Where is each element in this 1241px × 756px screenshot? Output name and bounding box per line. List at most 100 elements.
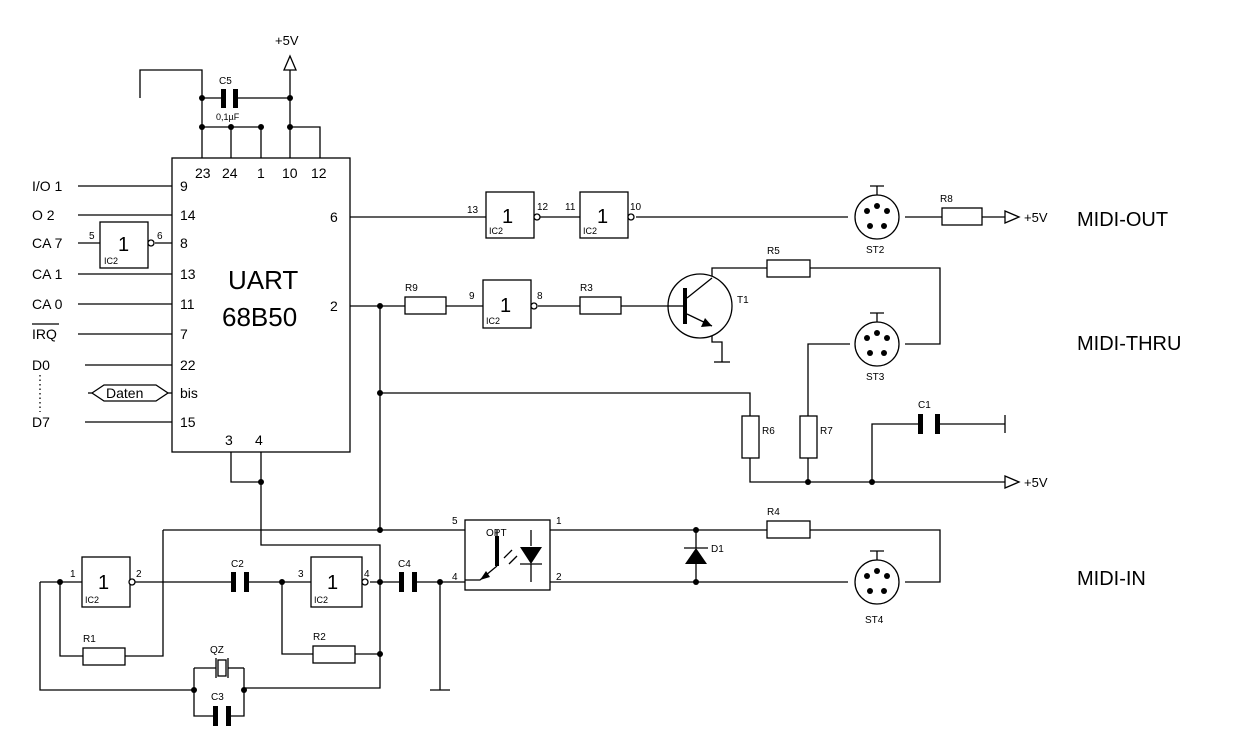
resistor-r5: R5 — [766, 246, 811, 278]
port-label-midi-thru: MIDI-THRU — [1077, 333, 1181, 355]
svg-text:R1: R1 — [83, 634, 96, 645]
vcc-arrow-midi-out: +5V — [1004, 210, 1048, 225]
gate-pin: 2 — [136, 569, 142, 580]
vcc-arrow-top: +5V — [275, 33, 299, 71]
transistor-t1: T1 — [667, 273, 749, 339]
uart-pin: 7 — [180, 326, 188, 342]
uart-pin: 8 — [180, 235, 188, 251]
svg-text:5: 5 — [452, 516, 458, 527]
uart-pin: 6 — [330, 209, 338, 225]
uart-pin: 10 — [282, 165, 298, 181]
uart-chip: UART 68B50 23 24 1 10 12 9 14 8 13 11 7 … — [171, 157, 351, 453]
resistor-r6: R6 — [741, 415, 775, 459]
capacitor-c4: C4 — [398, 559, 417, 592]
signal-o2: O 2 — [32, 207, 55, 223]
svg-text:C2: C2 — [231, 559, 244, 570]
gate-pin: 11 — [565, 202, 576, 213]
svg-text:D1: D1 — [711, 544, 724, 555]
signal-ca0: CA 0 — [32, 296, 63, 312]
signal-d7: D7 — [32, 414, 50, 430]
svg-text:C1: C1 — [918, 400, 931, 411]
resistor-r9: R9 — [404, 283, 447, 315]
svg-text:ST2: ST2 — [866, 245, 885, 256]
resistor-r4: R4 — [766, 507, 811, 539]
capacitor-c2: C2 — [231, 559, 249, 592]
uart-pin: 1 — [257, 165, 265, 181]
uart-pin: 13 — [180, 266, 196, 282]
gate-symbol: 1 — [327, 572, 338, 594]
gate-thru: 1 IC2 9 8 — [469, 279, 543, 329]
svg-text:R2: R2 — [313, 632, 326, 643]
capacitor-c3: C3 — [211, 692, 231, 726]
uart-pin: 12 — [311, 165, 327, 181]
resistor-r7: R7 — [799, 415, 833, 459]
gate-pin: 12 — [537, 202, 549, 213]
svg-text:2: 2 — [556, 572, 562, 583]
uart-pin: 14 — [180, 207, 196, 223]
uart-left-pins: 9 14 8 13 11 7 22 bis 15 — [180, 178, 198, 430]
gate-ref: IC2 — [486, 316, 500, 326]
gate-pin: 13 — [467, 205, 479, 216]
wires — [39, 69, 1006, 717]
gate-symbol: 1 — [500, 295, 511, 317]
din-socket-st2: ST2 — [854, 185, 900, 256]
signal-d0: D0 — [32, 357, 50, 373]
gate-osc-a: 1 IC2 1 2 — [70, 556, 142, 608]
data-bus-arrow — [90, 384, 170, 402]
vcc-arrow-thru: +5V — [1004, 475, 1048, 490]
vcc-label-midi-out: +5V — [1024, 210, 1048, 225]
signal-ca7: CA 7 — [32, 235, 63, 251]
gate-out-a: 1 IC2 13 12 — [467, 191, 549, 239]
svg-text:0,1µF: 0,1µF — [216, 112, 240, 122]
gate-symbol: 1 — [597, 206, 608, 228]
svg-text:1: 1 — [556, 516, 562, 527]
svg-text:ST3: ST3 — [866, 372, 885, 383]
svg-text:C4: C4 — [398, 559, 411, 570]
vcc-label-top: +5V — [275, 33, 299, 48]
gate-pin: 8 — [537, 291, 543, 302]
svg-text:R6: R6 — [762, 426, 775, 437]
svg-text:QZ: QZ — [210, 645, 224, 656]
svg-text:C3: C3 — [211, 692, 224, 703]
uart-pin: 3 — [225, 432, 233, 448]
uart-pin: 11 — [180, 296, 195, 312]
diode-d1: D1 — [684, 544, 724, 564]
din-socket-st3: ST3 — [854, 312, 900, 383]
gate-pin: 4 — [364, 569, 370, 580]
uart-pin: 4 — [255, 432, 263, 448]
resistor-r3: R3 — [579, 283, 622, 315]
svg-text:R9: R9 — [405, 283, 418, 294]
optocoupler: OPT 5 1 2 4 — [452, 516, 562, 591]
svg-text:R4: R4 — [767, 507, 780, 518]
data-bus-label: Daten — [106, 385, 143, 401]
signal-irq: IRQ — [32, 326, 57, 342]
uart-part-number: 68B50 — [222, 302, 297, 332]
uart-pin: 2 — [330, 298, 338, 314]
gate-ref: IC2 — [314, 595, 328, 605]
gate-pin: 6 — [157, 231, 163, 242]
junction-dots — [57, 95, 875, 693]
vcc-label-thru: +5V — [1024, 475, 1048, 490]
gate-ref: IC2 — [489, 226, 503, 236]
gate-ref: IC2 — [583, 226, 597, 236]
port-label-midi-out: MIDI-OUT — [1077, 209, 1168, 231]
gate-pin: 10 — [630, 202, 642, 213]
svg-text:R5: R5 — [767, 246, 780, 257]
uart-pin: 15 — [180, 414, 196, 430]
svg-text:R8: R8 — [940, 194, 953, 205]
resistor-r8: R8 — [940, 194, 983, 226]
uart-bottom-pins: 3 4 — [225, 432, 263, 448]
svg-text:R3: R3 — [580, 283, 593, 294]
svg-text:R7: R7 — [820, 426, 833, 437]
capacitor-c5: C5 0,1µF — [216, 76, 240, 122]
uart-right-pins: 6 2 — [330, 209, 338, 314]
svg-text:4: 4 — [452, 572, 458, 583]
uart-pin: 24 — [222, 165, 238, 181]
signal-labels: I/O 1 O 2 CA 7 CA 1 CA 0 IRQ D0 D7 Daten — [32, 178, 170, 430]
din-socket-st4: ST4 — [854, 550, 900, 626]
uart-pin: 9 — [180, 178, 188, 194]
signal-io1: I/O 1 — [32, 178, 63, 194]
gate-pin: 5 — [89, 231, 95, 242]
gate-symbol: 1 — [98, 572, 109, 594]
